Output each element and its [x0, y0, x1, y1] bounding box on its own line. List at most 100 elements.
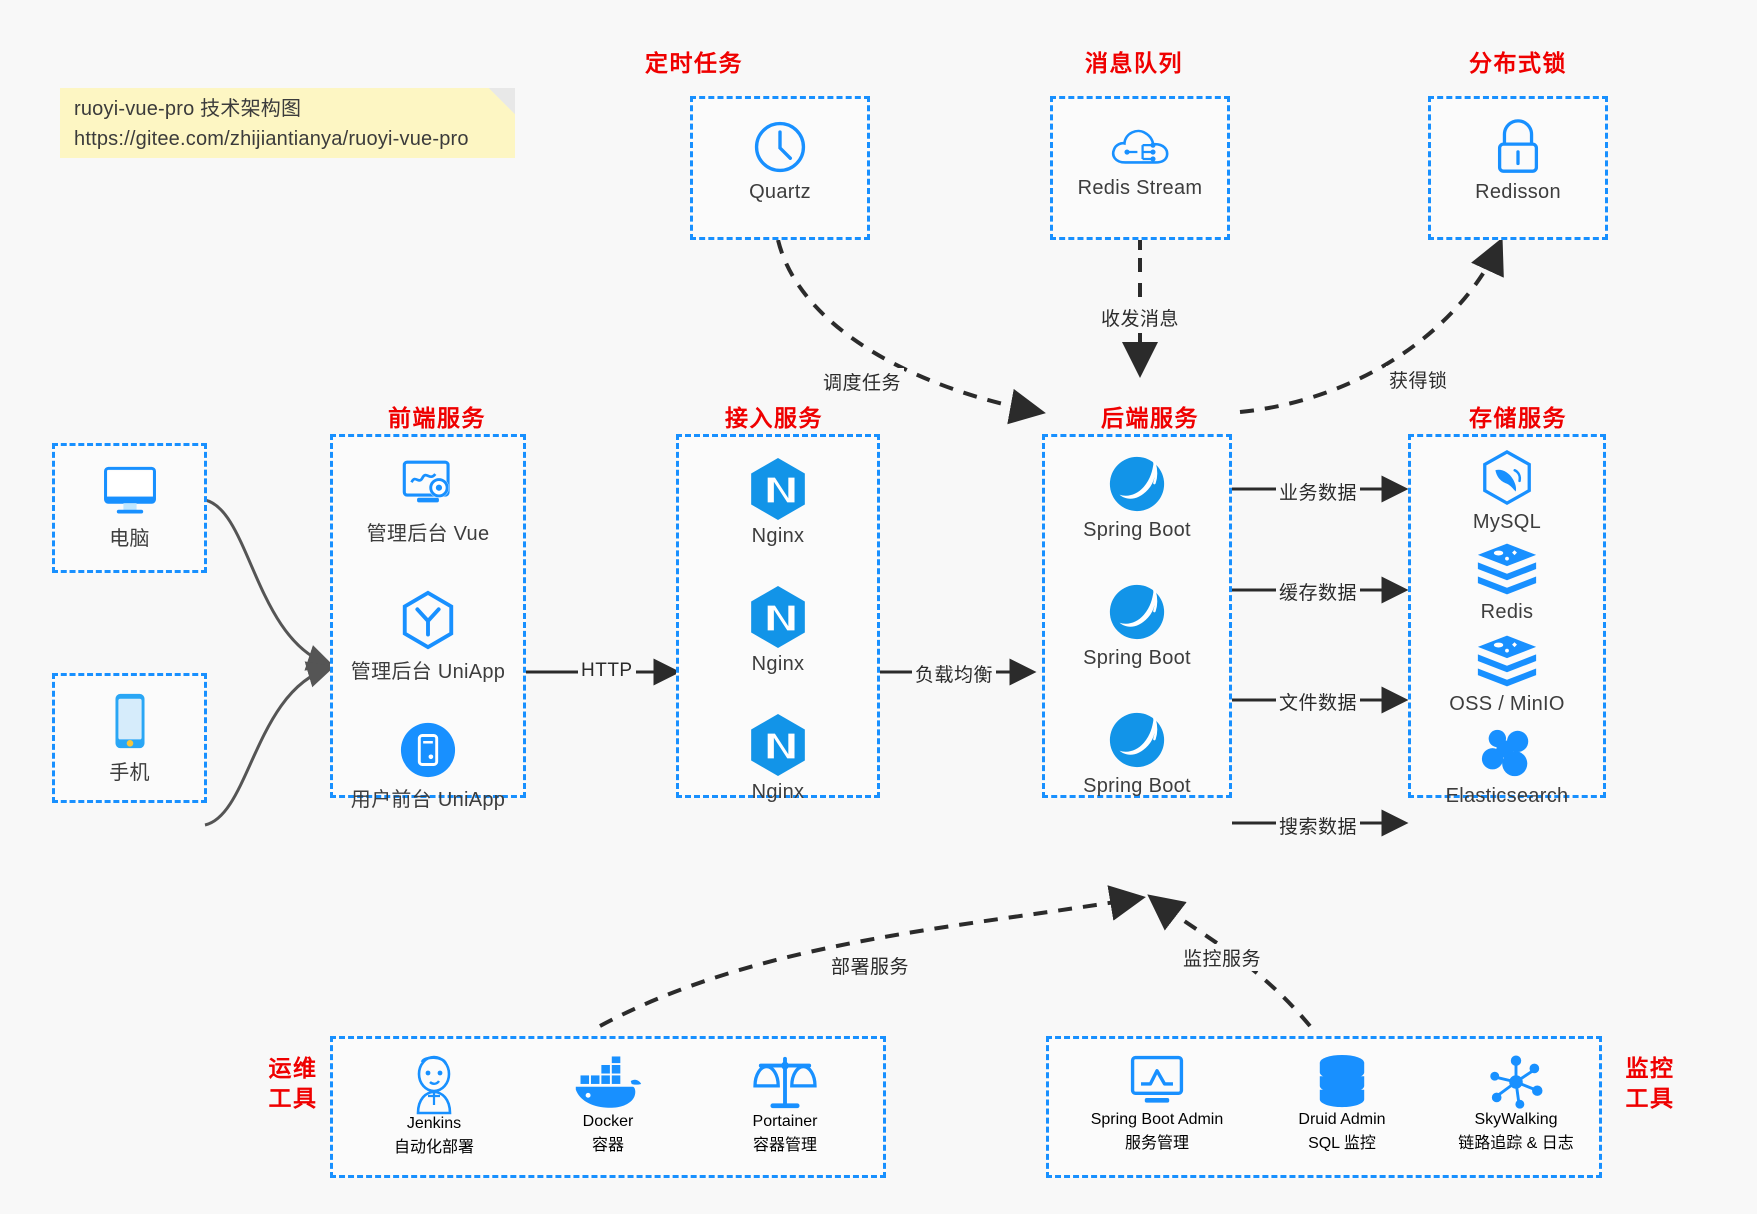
node-label-portainer: Portainer [752, 1113, 818, 1130]
group-title-gateway: 接入服务 [725, 405, 823, 431]
redis-stack-icon [1477, 543, 1537, 595]
note-fold-icon [489, 88, 515, 114]
spring-leaf-icon [1109, 712, 1165, 768]
node-label-jenkins: Jenkins [406, 1115, 462, 1132]
devops-title-line1: 运维 [268, 1055, 318, 1081]
docker-whale-icon [575, 1056, 642, 1108]
node-label-springboot-3: Spring Boot [1083, 775, 1191, 797]
scales-icon [753, 1056, 817, 1109]
node-mysql[interactable]: MySQL [1411, 449, 1603, 534]
group-box-phone: 手机 [52, 673, 207, 803]
hexagon-y-icon [402, 590, 454, 650]
node-label-nginx-1: Nginx [751, 525, 805, 547]
edge-label-monitor-service: 监控服务 [1180, 944, 1265, 971]
node-admin-vue[interactable]: 管理后台 Vue [333, 457, 523, 546]
node-sublabel-jenkins: 自动化部署 [393, 1139, 474, 1156]
mysql-dolphin-icon [1483, 450, 1531, 506]
node-nginx-2[interactable]: Nginx [679, 585, 877, 676]
group-title-distributed-lock: 分布式锁 [1469, 50, 1567, 76]
node-phone[interactable]: 手机 [55, 692, 204, 785]
group-title-message-queue: 消息队列 [1085, 50, 1183, 76]
monitor-gear-icon [402, 460, 450, 503]
edge-label-business-data: 业务数据 [1276, 478, 1361, 505]
cloud-network-icon [1111, 129, 1169, 164]
nginx-icon [751, 586, 805, 648]
node-sublabel-druid: SQL 监控 [1308, 1135, 1376, 1152]
group-title-scheduled-task: 定时任务 [645, 50, 743, 76]
redis-stack-icon [1477, 635, 1537, 687]
node-redisson[interactable]: Redisson [1431, 117, 1605, 204]
node-label-admin-uniapp: 管理后台 UniApp [350, 661, 506, 683]
node-label-user-uniapp: 用户前台 UniApp [350, 789, 506, 811]
node-label-skywalking: SkyWalking [1474, 1111, 1558, 1128]
node-label-redisson: Redisson [1475, 181, 1561, 203]
node-label-redis-stream: Redis Stream [1077, 177, 1203, 199]
node-docker[interactable]: Docker 容器 [525, 1053, 691, 1155]
note-line-1: ruoyi-vue-pro 技术架构图 [74, 98, 302, 120]
node-label-druid: Druid Admin [1298, 1111, 1386, 1128]
edge-label-send-receive-message: 收发消息 [1098, 304, 1183, 331]
node-redis[interactable]: Redis [1411, 541, 1603, 624]
node-jenkins[interactable]: Jenkins 自动化部署 [351, 1053, 517, 1157]
node-label-admin-vue: 管理后台 Vue [366, 523, 490, 545]
node-nginx-1[interactable]: Nginx [679, 457, 877, 548]
node-label-redis: Redis [1480, 601, 1534, 623]
group-box-devops: Jenkins 自动化部署 Docker 容器 [330, 1036, 886, 1178]
group-title-backend: 后端服务 [1101, 405, 1199, 431]
node-elasticsearch[interactable]: Elasticsearch [1411, 725, 1603, 808]
group-box-message-queue: Redis Stream [1050, 96, 1230, 240]
group-box-backend: Spring Boot Spring Boot Spring Boot [1042, 434, 1232, 798]
node-oss-minio[interactable]: OSS / MinIO [1411, 633, 1603, 716]
node-sublabel-sba: 服务管理 [1124, 1135, 1189, 1152]
node-springboot-3[interactable]: Spring Boot [1045, 709, 1229, 798]
node-label-springboot-1: Spring Boot [1083, 519, 1191, 541]
spring-leaf-icon [1109, 584, 1165, 640]
monitor-title-line1: 监控 [1625, 1055, 1675, 1081]
edge-label-load-balance: 负载均衡 [912, 660, 997, 687]
nginx-icon [751, 714, 805, 776]
group-title-monitor: 监控 工具 [1615, 1053, 1685, 1113]
node-sublabel-docker: 容器 [591, 1137, 624, 1154]
node-skywalking[interactable]: SkyWalking 链路追踪 & 日志 [1427, 1053, 1605, 1153]
node-label-docker: Docker [582, 1113, 634, 1130]
monitor-title-line2: 工具 [1625, 1085, 1675, 1111]
skywalking-node-icon [1490, 1055, 1543, 1109]
database-icon [1319, 1054, 1365, 1108]
edge-label-search-data: 搜索数据 [1276, 812, 1361, 839]
clock-icon [754, 121, 806, 173]
node-spring-boot-admin[interactable]: Spring Boot Admin 服务管理 [1057, 1053, 1257, 1153]
edge-label-schedule-task: 调度任务 [820, 368, 905, 395]
node-label-computer: 电脑 [109, 528, 150, 550]
monitor-icon [103, 466, 156, 514]
node-sublabel-portainer: 容器管理 [752, 1137, 817, 1154]
node-nginx-3[interactable]: Nginx [679, 713, 877, 804]
node-portainer[interactable]: Portainer 容器管理 [699, 1053, 871, 1155]
group-box-monitor: Spring Boot Admin 服务管理 Druid Admin SQL 监… [1046, 1036, 1602, 1178]
node-label-nginx-3: Nginx [751, 781, 805, 803]
group-box-scheduled-task: Quartz [690, 96, 870, 240]
node-springboot-1[interactable]: Spring Boot [1045, 453, 1229, 542]
node-label-quartz: Quartz [749, 181, 811, 203]
note-line-2: https://gitee.com/zhijiantianya/ruoyi-vu… [74, 128, 469, 150]
smartphone-icon [114, 693, 145, 749]
node-label-elasticsearch: Elasticsearch [1445, 785, 1569, 807]
group-box-computer: 电脑 [52, 443, 207, 573]
edge-label-cache-data: 缓存数据 [1276, 578, 1361, 605]
node-springboot-2[interactable]: Spring Boot [1045, 581, 1229, 670]
node-label-mysql: MySQL [1472, 511, 1542, 533]
group-title-storage: 存储服务 [1469, 405, 1567, 431]
elasticsearch-cluster-icon [1481, 729, 1529, 777]
node-label-springboot-2: Spring Boot [1083, 647, 1191, 669]
edge-label-deploy-service: 部署服务 [828, 952, 913, 979]
node-sublabel-skywalking: 链路追踪 & 日志 [1458, 1135, 1574, 1152]
node-admin-uniapp[interactable]: 管理后台 UniApp [333, 589, 523, 684]
node-computer[interactable]: 电脑 [55, 462, 204, 551]
node-user-uniapp[interactable]: 用户前台 UniApp [333, 721, 523, 812]
node-quartz[interactable]: Quartz [693, 117, 867, 204]
lock-icon [1497, 119, 1539, 173]
jenkins-butler-icon [416, 1055, 452, 1115]
node-druid-admin[interactable]: Druid Admin SQL 监控 [1257, 1053, 1427, 1153]
group-box-distributed-lock: Redisson [1428, 96, 1608, 240]
devops-title-line2: 工具 [268, 1085, 318, 1111]
node-redis-stream[interactable]: Redis Stream [1053, 119, 1227, 200]
